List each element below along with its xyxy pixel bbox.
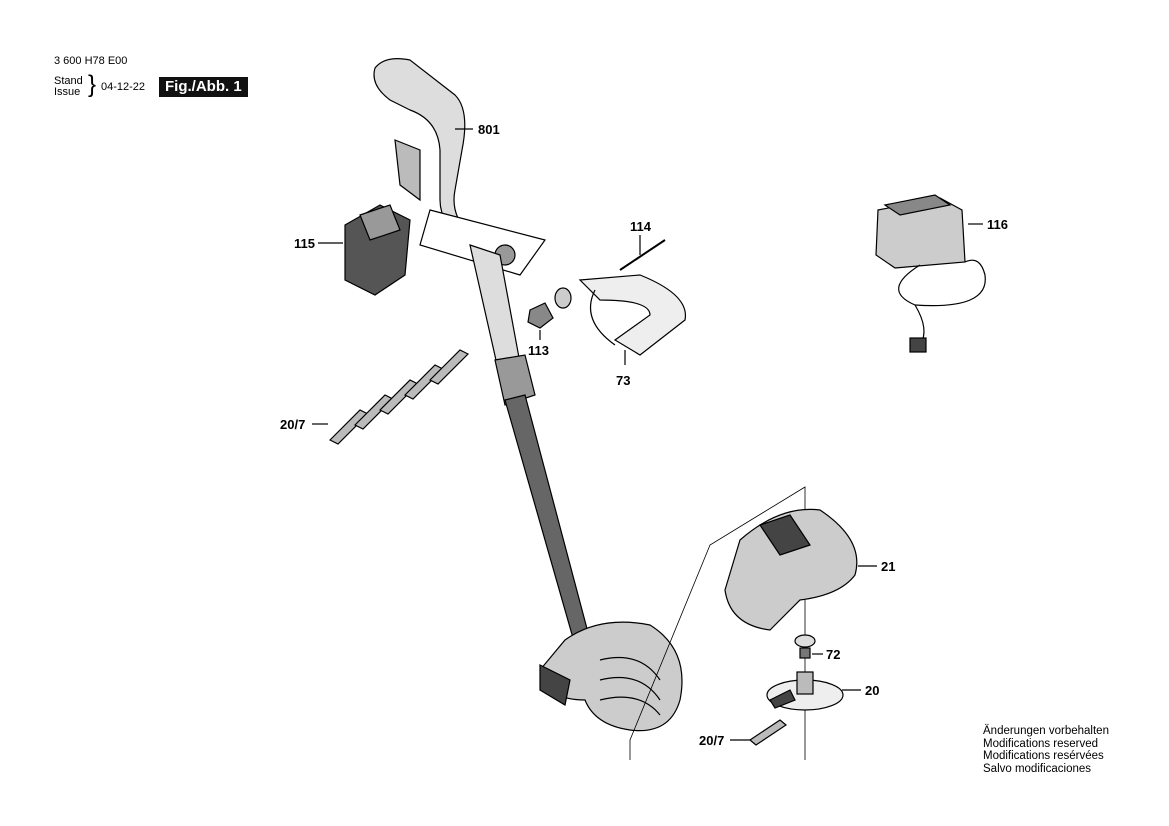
- brace: }: [88, 71, 97, 98]
- part-label-113: 113: [528, 343, 549, 358]
- part-label-21: 21: [881, 559, 895, 574]
- stand-label: Stand: [54, 75, 83, 87]
- part-label-20: 20: [865, 683, 879, 698]
- document-number: 3 600 H78 E00: [54, 55, 128, 67]
- guard-part-21: [629, 486, 877, 760]
- issue-date: 04-12-22: [101, 81, 146, 93]
- stand-issue-label: Stand Issue: [54, 76, 83, 98]
- part-label-20-7-lower: 20/7: [699, 733, 724, 748]
- issue-label: Issue: [54, 86, 81, 98]
- part-label-73: 73: [616, 373, 630, 388]
- knob-part-113: [527, 287, 572, 340]
- motor-head: [539, 621, 683, 732]
- washer-part-72: [794, 634, 823, 659]
- shaft: [469, 244, 591, 646]
- modification-notes: Änderungen vorbehalten Modifications res…: [983, 725, 1109, 775]
- part-label-801: 801: [478, 122, 500, 137]
- charger-part-116: [875, 194, 986, 353]
- part-label-72: 72: [826, 647, 840, 662]
- part-label-116: 116: [987, 217, 1008, 232]
- note-fr: Modifications resérvées: [983, 750, 1104, 762]
- handle-part-801: [373, 58, 546, 276]
- part-label-115: 115: [294, 236, 315, 251]
- aux-handle-part-73: [578, 274, 687, 365]
- blade-part-20-7: [730, 719, 788, 746]
- spare-blades-part-20-7: [312, 349, 470, 445]
- note-es: Salvo modificaciones: [983, 762, 1092, 775]
- figure-label: Fig./Abb. 1: [159, 77, 248, 97]
- battery-part-115: [318, 204, 411, 296]
- blade-disc-part-20: [766, 671, 861, 711]
- screw-part-114: [619, 235, 666, 271]
- part-label-20-7: 20/7: [280, 417, 305, 432]
- note-en: Modifications reserved: [983, 737, 1099, 750]
- part-label-114: 114: [630, 219, 652, 234]
- note-de: Änderungen vorbehalten: [983, 725, 1109, 737]
